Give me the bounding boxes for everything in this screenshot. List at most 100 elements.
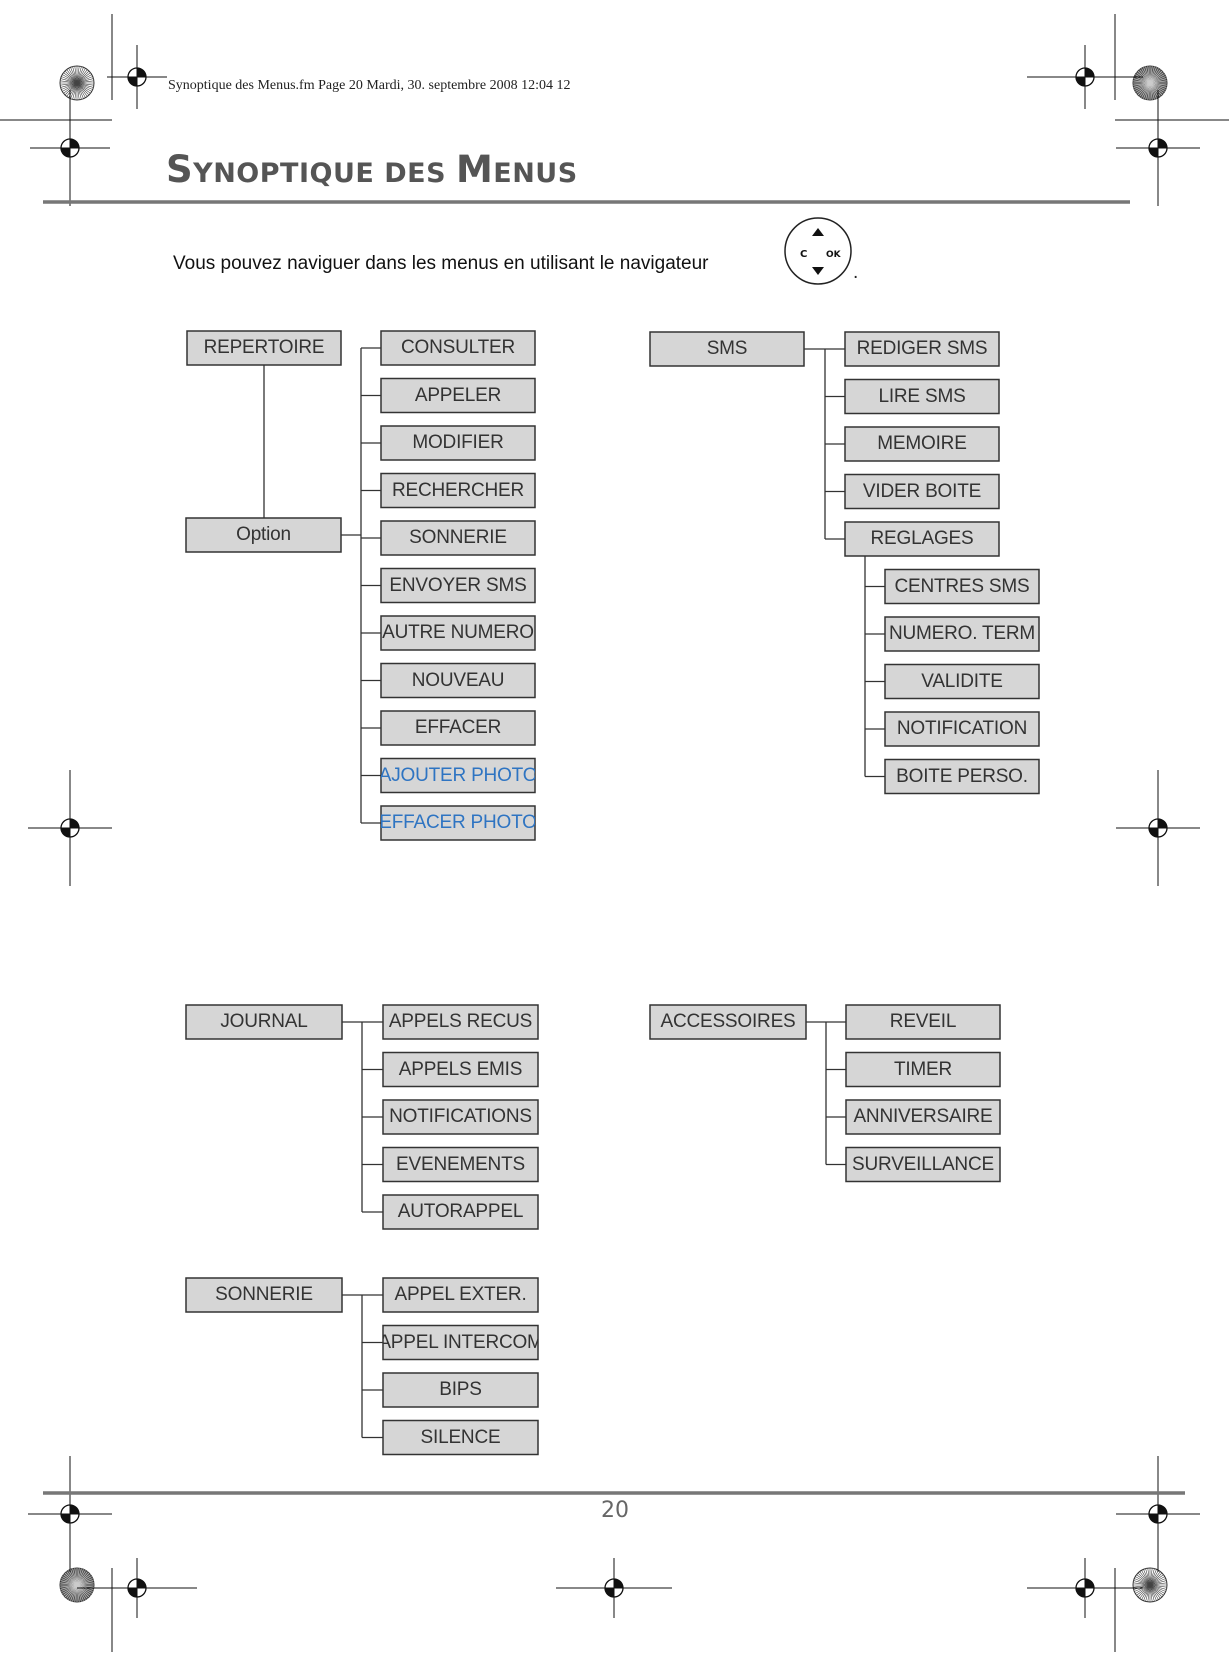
menu-subitem: NOTIFICATION — [896, 718, 1028, 739]
menu-item: APPEL INTERCOM — [383, 1331, 538, 1353]
menu-item: CONSULTER — [401, 337, 515, 358]
crosshair-fill — [61, 148, 70, 157]
navigator-circle — [784, 217, 852, 285]
menu-item-box — [382, 1004, 539, 1040]
menu-item: APPELS EMIS — [398, 1058, 523, 1080]
menu-item-box — [380, 472, 536, 509]
rules — [43, 200, 1185, 1495]
crosshair-fill — [70, 1505, 79, 1514]
menu-item: EVENEMENTS — [396, 1153, 525, 1175]
menu-item: VIDER BOITE — [862, 480, 982, 502]
menu-item: SILENCE — [420, 1426, 501, 1448]
registration-crosshair-icon — [77, 1558, 197, 1618]
crosshair-fill — [1149, 148, 1158, 157]
menu-root-box — [185, 1277, 343, 1313]
menu-root-box — [185, 1004, 343, 1040]
navigator-icon: C OK — [784, 217, 852, 285]
menu-item-box — [382, 1194, 539, 1230]
page-title: SYNOPTIQUE DES MENUS — [166, 148, 578, 191]
menu-item: TIMER — [893, 1058, 953, 1080]
menu-item-box — [380, 520, 536, 556]
menu-root-box — [649, 1004, 807, 1040]
menu-item: EFFACER PHOTO — [381, 812, 535, 833]
registration-crosshair-icon — [107, 45, 167, 109]
menu-item-box — [382, 1146, 539, 1183]
menu-item: ANNIVERSAIRE — [853, 1106, 993, 1127]
crosshair-fill — [70, 139, 79, 148]
registration-crosshair-icon — [1027, 45, 1143, 109]
color-target-icon — [1132, 1567, 1168, 1603]
target-ray — [60, 1582, 94, 1588]
crosshair-fill — [70, 819, 79, 828]
menu-item-box — [382, 1099, 539, 1135]
menu-item: MEMOIRE — [877, 433, 967, 454]
menu-item: REVEIL — [889, 1011, 957, 1032]
color-target-icon — [1132, 65, 1168, 101]
intro-text: Vous pouvez naviguer dans les menus en u… — [173, 253, 709, 274]
menu-item-box — [380, 330, 536, 366]
menu-item: AJOUTER PHOTO — [381, 764, 535, 786]
crosshair-fill — [61, 828, 70, 837]
menu-root-repertoire: REPERTOIRE — [203, 337, 325, 358]
crosshair-fill — [1158, 1505, 1167, 1514]
menu-item-box — [844, 521, 1000, 557]
down-arrow-icon — [812, 267, 824, 275]
menu-item: NOTIFICATIONS — [389, 1106, 532, 1127]
menu-root-sms: SMS — [706, 338, 748, 359]
menu-subitem-box — [884, 663, 1040, 700]
crosshair-fill — [1158, 819, 1167, 828]
menu-item: SURVEILLANCE — [852, 1153, 994, 1175]
menu-item: BIPS — [439, 1379, 482, 1400]
crosshair-fill — [1085, 68, 1094, 77]
menu-item: MODIFIER — [412, 432, 504, 453]
registration-crosshair-icon — [30, 90, 110, 206]
menu-item-box — [380, 757, 536, 794]
menu-root-sms-box — [649, 331, 805, 367]
menu-item: SONNERIE — [409, 527, 507, 548]
target-ray — [1133, 80, 1167, 86]
menu-item: ENVOYER SMS — [389, 574, 527, 596]
crosshair-fill — [128, 77, 137, 86]
color-target-icon — [59, 65, 95, 101]
menu-subitem: VALIDITE — [921, 670, 1003, 692]
color-target-icon — [59, 1567, 95, 1603]
crosshair-fill — [1158, 139, 1167, 148]
menu-tree-diagram: C OK — [185, 217, 1040, 1456]
menu-subroot-option: Option — [236, 524, 291, 545]
menu-item-box — [380, 710, 536, 746]
file-header-line: Synoptique des Menus.fm Page 20 Mardi, 3… — [168, 78, 571, 93]
crosshair-fill — [137, 68, 146, 77]
menu-item: RECHERCHER — [391, 479, 525, 501]
menu-subitem-box — [884, 616, 1040, 652]
menu-item: APPEL EXTER. — [394, 1284, 527, 1305]
registration-crosshair-icon — [1116, 90, 1200, 206]
menu-subitem: BOITE PERSO. — [896, 765, 1028, 787]
crosshair-fill — [1149, 1514, 1158, 1523]
menu-item: NOUVEAU — [411, 669, 505, 691]
target-ray — [60, 80, 94, 86]
menu-item-box — [380, 615, 536, 651]
menu-root: ACCESSOIRES — [660, 1011, 796, 1032]
menu-item: LIRE SMS — [878, 385, 966, 407]
menu-item: APPELS RECUS — [388, 1011, 533, 1032]
crosshair-fill — [614, 1579, 623, 1588]
menu-item-box — [844, 426, 1000, 462]
crosshair-fill — [1076, 1588, 1085, 1597]
menu-item-box — [380, 662, 536, 699]
registration-crosshair-icon — [1116, 1456, 1200, 1572]
menu-item: AUTRE NUMERO — [382, 622, 534, 643]
navigator-right-key: OK — [826, 250, 842, 260]
menu-root: SONNERIE — [215, 1284, 313, 1305]
menu-item-box — [380, 805, 536, 841]
crosshair-fill — [128, 1588, 137, 1597]
crosshair-fill — [605, 1588, 614, 1597]
menu-item: EFFACER — [414, 717, 502, 738]
print-marks — [0, 14, 1229, 1652]
crosshair-fill — [1149, 828, 1158, 837]
registration-crosshair-icon — [28, 770, 112, 886]
menu-subitem: CENTRES SMS — [894, 575, 1030, 597]
page-number: 20 — [601, 1498, 629, 1523]
menu-item-box — [382, 1419, 539, 1456]
menu-item: APPELER — [414, 384, 502, 406]
navigator-left-key: C — [800, 249, 807, 260]
